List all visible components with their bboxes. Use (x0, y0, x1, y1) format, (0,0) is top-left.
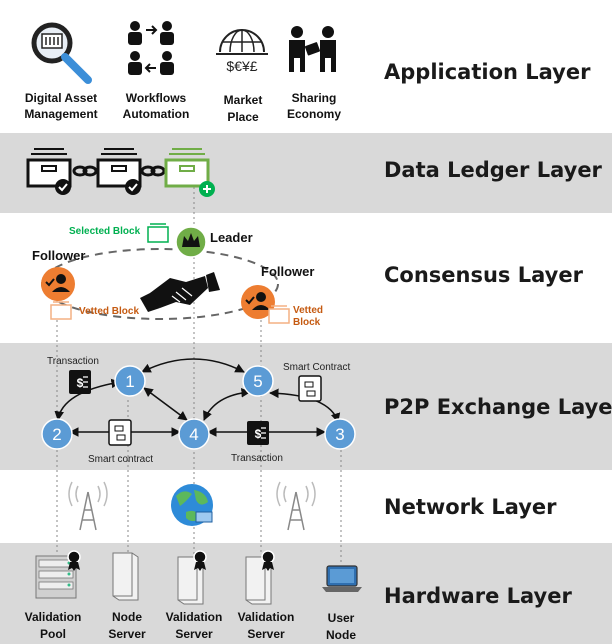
layer-title-p2p: P2P Exchange Layer (384, 395, 612, 419)
layer-title-consensus: Consensus Layer (384, 263, 584, 287)
layer-title-data-ledger: Data Ledger Layer (384, 158, 603, 182)
svg-text:5: 5 (253, 372, 262, 391)
antenna-icon (276, 481, 316, 531)
vetted-block-right-icon (268, 305, 290, 324)
tower-server-icon (112, 552, 139, 601)
follower-right-label: Follower (261, 264, 314, 279)
p2p-node-4: 4 (178, 418, 210, 450)
svg-text:1: 1 (125, 372, 134, 391)
app-caption-4-line2: Economy (287, 107, 341, 121)
svg-text:$: $ (255, 427, 262, 441)
p2p-node-2: 2 (41, 418, 73, 450)
band-consensus (0, 213, 612, 343)
hw-caption-1-line1: Validation (25, 610, 82, 624)
p2p-node-5: 5 (242, 365, 274, 397)
currency-symbols: $€¥£ (226, 58, 257, 74)
badge-icon (67, 550, 81, 571)
leader-label: Leader (210, 230, 253, 245)
app-caption-3-line1: Market (224, 93, 263, 107)
app-caption-2-line1: Workflows (126, 91, 187, 105)
hw-caption-2-line2: Server (108, 627, 146, 641)
transaction-bottom-label: Transaction (231, 453, 283, 464)
app-caption-1-line1: Digital Asset (25, 91, 97, 105)
app-caption-1-line2: Management (24, 107, 97, 121)
laptop-icon (322, 565, 362, 592)
follower-left-icon (41, 267, 75, 301)
sharing-people-icon (289, 26, 336, 72)
hw-caption-2-line1: Node (112, 610, 142, 624)
smart-contract-bottom-label: Smart contract (88, 454, 153, 465)
hw-caption-3-line2: Server (175, 627, 213, 641)
follower-right-icon (241, 285, 275, 319)
band-application (0, 10, 612, 133)
hw-caption-5-line2: Node (326, 628, 356, 642)
svg-text:$: $ (77, 376, 84, 390)
magnifier-icon (31, 22, 92, 84)
hw-caption-3-line1: Validation (166, 610, 223, 624)
vetted-block-right-label-2: Block (293, 317, 321, 328)
badge-icon (193, 550, 207, 571)
ledger-block-icon (96, 148, 142, 195)
vetted-block-left-icon (50, 301, 72, 320)
p2p-node-3: 3 (324, 418, 356, 450)
svg-text:2: 2 (52, 425, 61, 444)
band-network (0, 470, 612, 543)
hw-caption-5-line1: User (328, 611, 355, 625)
smart-contract-top-label: Smart Contract (283, 362, 350, 373)
band-hardware (0, 543, 612, 644)
transaction-top-label: Transaction (47, 356, 99, 367)
p2p-node-1: 1 (114, 365, 146, 397)
badge-icon (261, 550, 275, 571)
server-rack-icon (35, 555, 77, 599)
layer-title-network: Network Layer (384, 495, 557, 519)
app-caption-2-line2: Automation (123, 107, 190, 121)
hw-caption-4-line1: Validation (238, 610, 295, 624)
layer-title-hardware: Hardware Layer (384, 584, 572, 608)
hw-caption-1-line2: Pool (40, 627, 66, 641)
ledger-block-icon (26, 148, 72, 195)
vetted-block-left-label: Vetted Block (79, 306, 139, 317)
new-ledger-block-icon (164, 148, 215, 197)
transaction-doc-icon: $ (69, 370, 91, 394)
svg-text:3: 3 (335, 425, 344, 444)
leader-crown-icon (175, 226, 207, 258)
vetted-block-right-label-1: Vetted (293, 305, 323, 316)
globe-currency-icon: $€¥£ (216, 29, 268, 74)
handshake-icon (140, 272, 220, 312)
smart-contract-doc-icon (298, 375, 322, 402)
layer-title-application: Application Layer (384, 60, 591, 84)
app-caption-3-line2: Place (227, 110, 259, 124)
antenna-icon (68, 481, 108, 531)
selected-block-icon (147, 223, 169, 243)
svg-text:4: 4 (189, 425, 198, 444)
transaction-doc-icon: $ (247, 421, 269, 445)
hw-caption-4-line2: Server (247, 627, 285, 641)
app-caption-4-line1: Sharing (292, 91, 337, 105)
smart-contract-doc-icon (108, 419, 132, 446)
internet-globe-icon (171, 484, 213, 526)
ledger-chain (26, 148, 215, 197)
selected-block-label: Selected Block (69, 226, 141, 237)
workflow-people-icon (128, 21, 174, 75)
follower-left-label: Follower (32, 248, 85, 263)
